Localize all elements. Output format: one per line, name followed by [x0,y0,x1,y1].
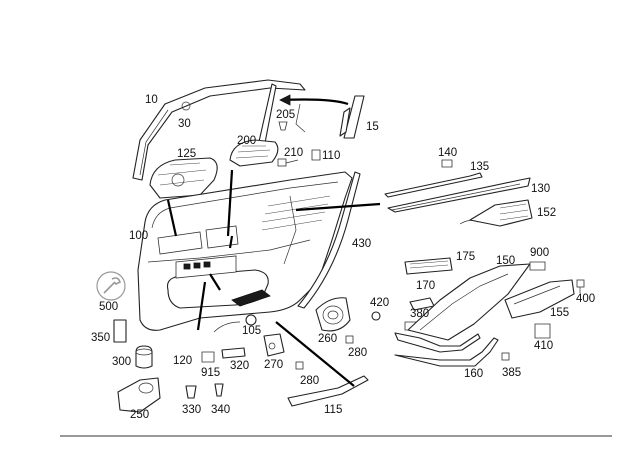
callout-280-a: 280 [348,347,367,359]
callout-15: 15 [366,121,379,133]
callout-160: 160 [464,368,483,380]
part-915-clip [201,351,215,363]
part-350-bracket [113,319,127,343]
part-200-handle-frame [229,139,279,167]
part-125-bezel-frame [149,157,218,199]
assembly-arrows [166,94,381,387]
part-900-label [529,261,546,271]
callout-500: 500 [99,301,118,313]
part-105-clip [245,314,257,326]
part-320-connector [221,347,246,359]
callout-labels: 10 30 15 205 200 125 210 110 140 135 130… [91,94,595,421]
callout-270: 270 [264,359,283,371]
callout-420: 420 [370,297,389,309]
part-100-door-panel [137,171,353,331]
part-270-lock-unit [263,333,285,357]
callout-175: 175 [456,251,475,263]
callout-280-b: 280 [300,375,319,387]
part-135-trim-strip [384,172,483,198]
callout-250: 250 [130,409,149,421]
callout-120: 120 [173,355,192,367]
callout-350: 350 [91,332,110,344]
part-155-armrest-pad [504,279,575,319]
callout-200: 200 [237,135,256,147]
callout-210: 210 [284,147,303,159]
callout-155: 155 [550,307,569,319]
part-205-trim-piece [257,83,306,149]
callout-150: 150 [496,255,515,267]
part-260-speaker [315,297,351,332]
callout-152: 152 [537,207,556,219]
callout-380: 380 [410,308,429,320]
part-175-switch-panel [404,257,453,275]
part-15-pillar-trim [339,95,365,139]
callout-115: 115 [324,404,342,416]
callout-135: 135 [470,161,489,173]
part-340-clip [214,383,224,397]
callout-410: 410 [534,340,553,352]
callout-915: 915 [201,367,220,379]
part-280-screw-a [345,335,354,344]
part-385-screw [501,352,510,361]
callout-10: 10 [145,94,158,106]
callout-105: 105 [242,325,261,337]
callout-140: 140 [438,147,457,159]
part-430-seal-strip [297,171,361,309]
callout-340: 340 [211,404,230,416]
callout-130: 130 [531,183,550,195]
callout-110: 110 [322,150,340,162]
callout-125: 125 [177,148,196,160]
part-400-screw [576,279,585,293]
part-280-screw-b [295,361,304,370]
callout-330: 330 [182,404,201,416]
wrench-icon [96,271,126,301]
part-110-clip [311,149,321,161]
part-115-sill-trim [287,375,369,407]
callout-430: 430 [352,238,371,250]
callout-30: 30 [178,118,191,130]
part-210-screw [277,158,299,167]
part-300-cup [135,345,153,369]
callout-100: 100 [129,230,148,242]
part-152-handle-assembly [459,199,533,227]
part-330-clip [185,385,197,399]
part-250-holder [117,377,161,413]
callout-260: 260 [318,333,337,345]
part-410-clip [534,323,551,339]
callout-900: 900 [530,247,549,259]
callout-170: 170 [416,280,435,292]
callout-385: 385 [502,367,521,379]
callout-300: 300 [112,356,131,368]
part-130-trim-strip [387,177,531,213]
part-160-lower-strip [394,332,499,367]
part-140-clip [441,159,453,168]
part-420-grommet [371,311,381,321]
part-10-window-trim [132,79,306,181]
callout-320: 320 [230,360,249,372]
callout-400: 400 [576,293,595,305]
callout-205: 205 [276,109,295,121]
